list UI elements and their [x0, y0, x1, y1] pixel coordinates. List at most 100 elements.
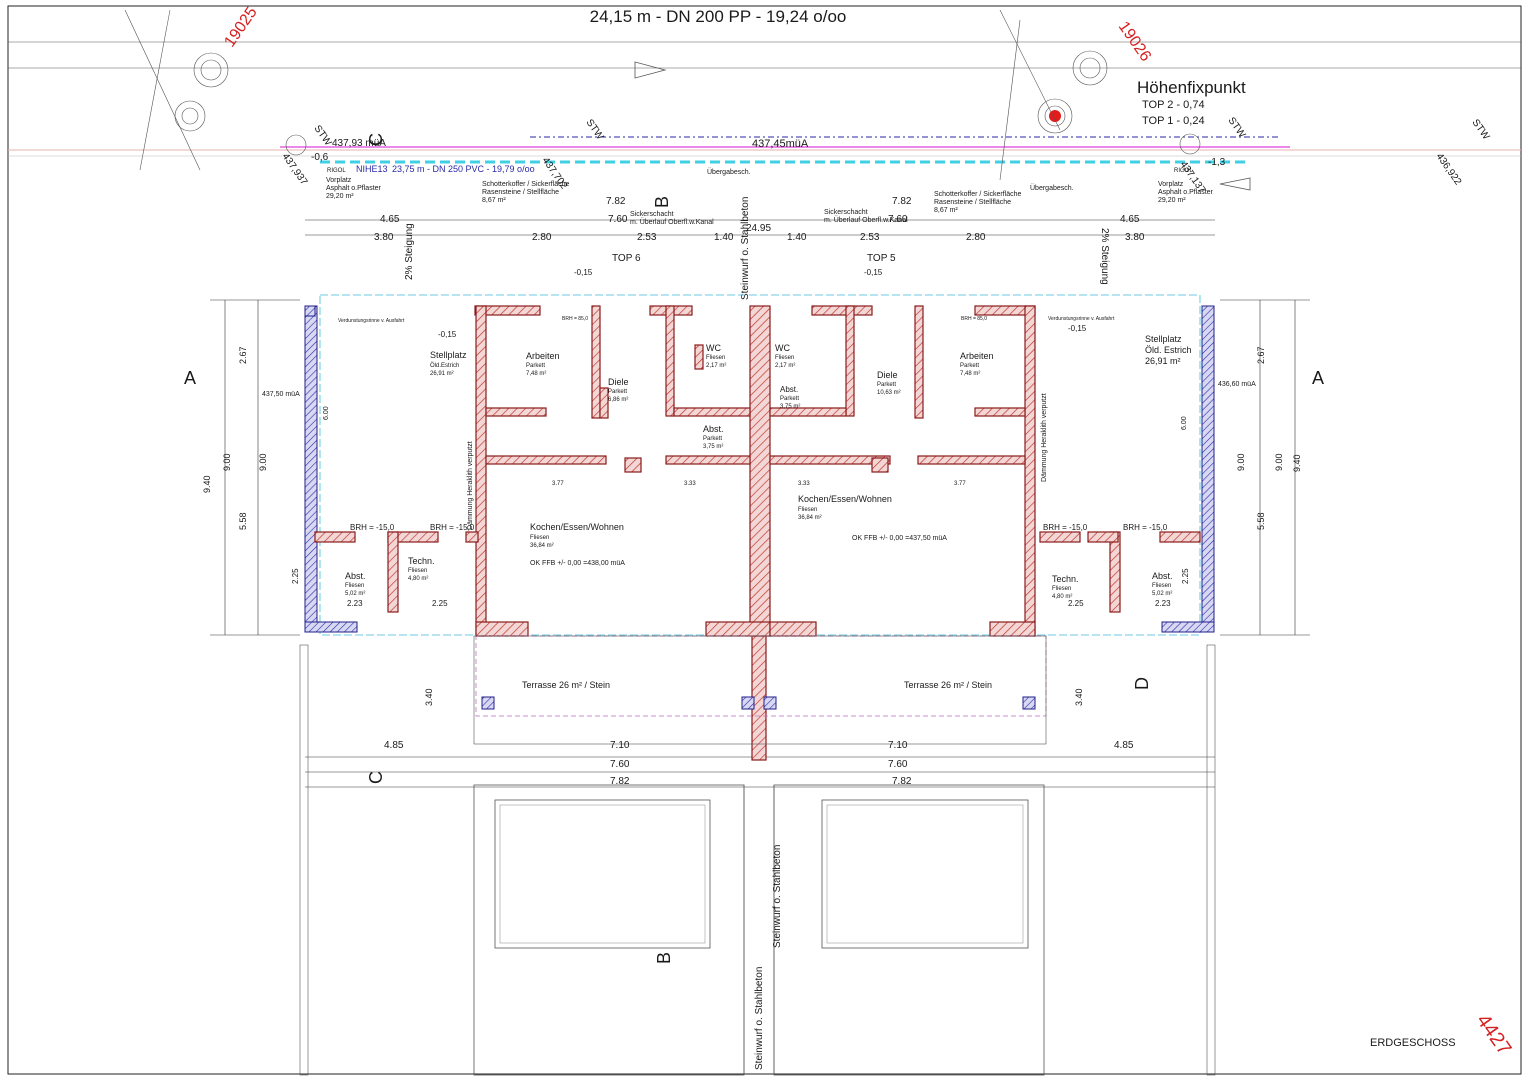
dim-2-25-bottom-left: 2.25: [432, 599, 448, 608]
room-arbeiten-right-floor: Parkett: [960, 363, 979, 369]
dim-24-95: 24.95: [746, 223, 771, 234]
room-abst-right-area: 3,75 m²: [780, 404, 800, 410]
pipe-label-mid: 23,75 m - DN 250 PVC - 19,79 o/oo: [392, 164, 535, 174]
vorplatz-left: Vorplatz: [326, 177, 352, 184]
room-techn-left-area: 4,80 m²: [408, 576, 428, 582]
level-437-937: 437,937: [280, 151, 310, 187]
fixpoint-title: Höhenfixpunkt: [1137, 78, 1246, 97]
terrace-left: Terrasse 26 m² / Stein: [522, 680, 610, 690]
fixpoint-marker: [1049, 110, 1061, 122]
vorplatz-right: Vorplatz: [1158, 181, 1184, 188]
vorplatz-right-material: Asphalt o.Pflaster: [1158, 189, 1214, 196]
steigung-left: 2% Steigung: [404, 223, 415, 280]
level-436-922: 436,922: [1434, 151, 1464, 187]
room-kochen-right-area: 36,84 m²: [798, 515, 822, 521]
room-abstf-right-floor: Fliesen: [1152, 583, 1171, 589]
section-c-top: C: [366, 133, 386, 146]
schotter-left: Schotterkoffer / Sickerfläche: [482, 181, 570, 188]
dim-1-40-right: 1.40: [787, 232, 807, 243]
section-b-top: B: [652, 196, 672, 208]
road-lines: [8, 41, 1521, 164]
room-stellplatz-left: Stellplatz: [430, 350, 467, 360]
label-stw-2: STW: [584, 117, 606, 142]
room-abstf-right-area: 5,02 m²: [1152, 591, 1172, 597]
dim-9-00-right-2: 9.00: [1236, 453, 1246, 471]
room-diele-right-area: 10,63 m²: [877, 390, 901, 396]
ffb-left: OK FFB +/- 0,00 =438,00 müA: [530, 560, 625, 567]
dim-2-23-right: 2.23: [1155, 599, 1171, 608]
label-uebergabe-right: Übergabesch.: [1030, 184, 1074, 192]
dim-3-80-right: 3.80: [1125, 232, 1145, 243]
label-rigol-left: RIGOL: [327, 168, 346, 174]
room-wc-left: WC: [706, 343, 721, 353]
room-abstf-left: Abst.: [345, 571, 366, 581]
room-stellplatz-right: Stellplatz: [1145, 334, 1182, 344]
room-techn-left-floor: Fliesen: [408, 568, 427, 574]
dim-2-53-left: 2.53: [637, 232, 657, 243]
room-kochen-right: Kochen/Essen/Wohnen: [798, 494, 892, 504]
steigung-right: 2% Steigung: [1099, 228, 1110, 285]
room-kochen-right-floor: Fliesen: [798, 507, 817, 513]
section-b-bottom: B: [654, 952, 674, 964]
dim-3-40-left: 3.40: [424, 688, 434, 706]
dim-7-82-top-right: 7.82: [892, 196, 912, 207]
schotter-right-area: 8,67 m²: [934, 207, 958, 214]
room-abst-left-area: 3,75 m²: [703, 444, 723, 450]
dim-3-80-left: 3.80: [374, 232, 394, 243]
dim-7-82-top-left: 7.82: [606, 196, 626, 207]
dim-3-40-right: 3.40: [1074, 688, 1084, 706]
level-436-60: 436,60 müA: [1218, 381, 1256, 388]
vorplatz-left-material: Asphalt o.Pflaster: [326, 185, 382, 192]
room-stellplatz-left-area: 26,91 m²: [430, 371, 454, 377]
room-abstf-left-floor: Fliesen: [345, 583, 364, 589]
verdunstung-right: Verdunstungsrinne v. Ausfahrt: [1048, 316, 1115, 322]
dim-3-77-left: 3.77: [552, 481, 564, 487]
schotter-right: Schotterkoffer / Sickerfläche: [934, 191, 1022, 198]
room-abstf-right: Abst.: [1152, 571, 1173, 581]
brh-left-2: BRH = -15,0: [430, 523, 475, 532]
dim-3-33-right: 3.33: [798, 481, 810, 487]
level-m13: -1,3: [1208, 157, 1226, 168]
level-437-50: 437,50 müA: [262, 391, 300, 398]
garage-walls: [304, 305, 1215, 633]
dim-4-65-left: 4.65: [380, 214, 400, 225]
sicker-left: Sickerschacht: [630, 211, 674, 218]
dim-3-33-left: 3.33: [684, 481, 696, 487]
level-437-93: 437,93 müA: [332, 138, 386, 149]
terrace-right: Terrasse 26 m² / Stein: [904, 680, 992, 690]
brh-right-2: BRH = -15,0: [1123, 523, 1168, 532]
level-m015-b: -0,15: [864, 268, 883, 277]
vorplatz-right-area: 29,20 m²: [1158, 197, 1186, 204]
dim-2-25-bottom-right: 2.25: [1068, 599, 1084, 608]
level-m015-d: -0,15: [1068, 324, 1087, 333]
dim-7-10-right: 7.10: [888, 740, 908, 751]
room-wc-right-floor: Fliesen: [775, 355, 794, 361]
brh-left-1: BRH = -15,0: [350, 523, 395, 532]
dim-6-00-left: 6.00: [323, 406, 330, 420]
room-kochen-left-area: 36,84 m²: [530, 543, 554, 549]
room-abst-right: Abst.: [780, 385, 798, 394]
sicker-right: Sickerschacht: [824, 209, 868, 216]
section-a-right: A: [1312, 368, 1324, 388]
room-stellplatz-right-area: 26,91 m²: [1145, 356, 1181, 366]
dim-7-82-bottom-left: 7.82: [610, 776, 630, 787]
dim-2-80-left: 2.80: [532, 232, 552, 243]
brh85-right: BRH = 85,0: [961, 316, 987, 322]
dim-7-60-top-left: 7.60: [608, 214, 628, 225]
section-a-left: A: [184, 368, 196, 388]
room-arbeiten-left-floor: Parkett: [526, 363, 545, 369]
vorplatz-left-area: 29,20 m²: [326, 193, 354, 200]
dim-4-85-left: 4.85: [384, 740, 404, 751]
label-uebergabe-left: Übergabesch.: [707, 168, 751, 176]
marker-19026: 19026: [1115, 19, 1155, 65]
fixpoint-top2: TOP 2 - 0,74: [1142, 99, 1205, 111]
room-abstf-left-area: 5,02 m²: [345, 591, 365, 597]
dim-2-53-right: 2.53: [860, 232, 880, 243]
manhole-symbols: [124, 9, 1251, 191]
room-kochen-left: Kochen/Essen/Wohnen: [530, 522, 624, 532]
room-arbeiten-right: Arbeiten: [960, 351, 994, 361]
dim-9-00-right: 9.00: [1274, 453, 1284, 471]
dim-7-60-top-right: 7.60: [888, 214, 908, 225]
section-d: D: [1132, 677, 1152, 690]
